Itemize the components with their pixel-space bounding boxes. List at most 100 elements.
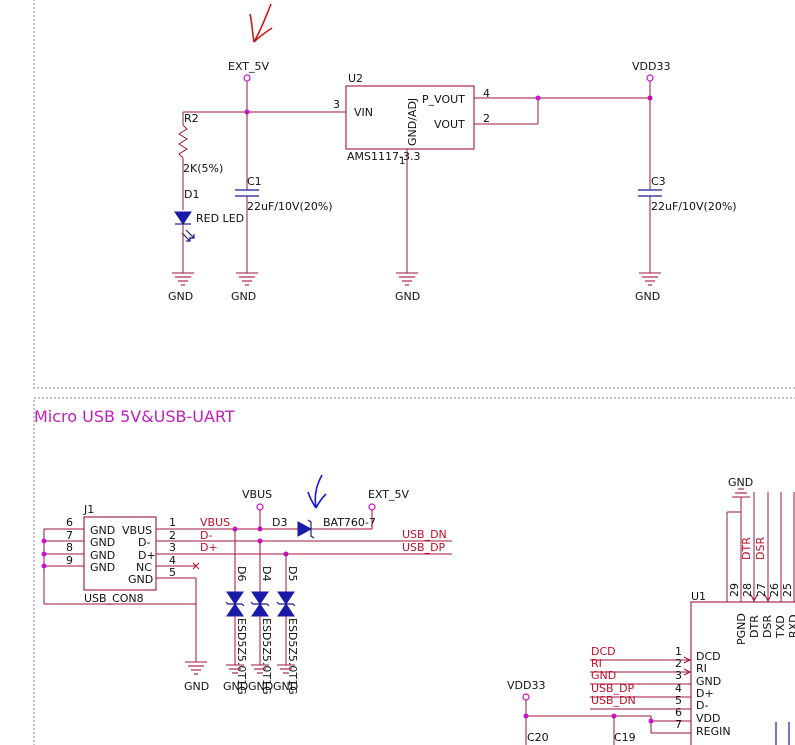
- usb-dp-label: USB_DP: [402, 541, 446, 554]
- svg-text:3: 3: [169, 541, 176, 554]
- u2-ref: U2: [348, 72, 363, 85]
- svg-text:1: 1: [169, 516, 176, 529]
- svg-text:RI: RI: [591, 657, 602, 670]
- gnd-symbol-up-icon: [732, 488, 750, 498]
- svg-text:D-: D-: [696, 699, 708, 712]
- gnd-label: GND: [223, 680, 248, 693]
- svg-text:D-: D-: [138, 536, 150, 549]
- svg-text:USB_DP: USB_DP: [591, 682, 635, 695]
- svg-text:DTR: DTR: [748, 615, 761, 638]
- svg-text:5: 5: [169, 566, 176, 579]
- power-frame: [33, 0, 795, 389]
- d4-part: ESD5Z5.0T1G: [260, 618, 273, 695]
- j1-right-pins: VBUS 1 D- 2 D+ 3 NC 4 GND 5: [122, 516, 176, 586]
- d6-esd-icon: [225, 529, 245, 665]
- svg-text:PGND: PGND: [735, 613, 748, 645]
- d6-part: ESD5Z5.0T1G: [235, 618, 248, 695]
- c1-value: 22uF/10V(20%): [247, 200, 333, 213]
- d5-ref: D5: [286, 566, 299, 581]
- svg-text:4: 4: [483, 87, 490, 100]
- svg-text:2: 2: [483, 112, 490, 125]
- net-dp-label: D+: [200, 541, 218, 554]
- d1-value: RED LED: [196, 212, 244, 225]
- gnd-symbol-icon: [185, 661, 207, 675]
- c3-value: 22uF/10V(20%): [651, 200, 737, 213]
- svg-text:4: 4: [169, 554, 176, 567]
- d4-esd-icon: [250, 541, 270, 665]
- c19-ref: C19: [614, 731, 636, 744]
- svg-text:P_VOUT: P_VOUT: [422, 93, 465, 106]
- d1-ref: D1: [184, 188, 199, 201]
- d5-esd-icon: [276, 554, 296, 665]
- gnd-label: GND: [635, 290, 660, 303]
- svg-text:26: 26: [768, 583, 781, 597]
- net-dtr: DTR: [740, 537, 753, 560]
- svg-text:1: 1: [399, 156, 405, 167]
- vdd33-terminal: [646, 74, 654, 82]
- net-dsr: DSR: [754, 537, 767, 560]
- vdd33-label: VDD33: [632, 60, 670, 73]
- gnd-label: GND: [395, 290, 420, 303]
- svg-text:6: 6: [675, 706, 682, 719]
- gnd-symbol-icon: [396, 272, 418, 286]
- svg-text:5: 5: [675, 694, 682, 707]
- svg-text:28: 28: [741, 583, 754, 597]
- svg-text:7: 7: [675, 718, 682, 731]
- svg-text:9: 9: [66, 554, 73, 567]
- section-title: Micro USB 5V&USB-UART: [34, 407, 235, 426]
- annotation-arrow-icon: [249, 3, 273, 43]
- net-dm-label: D-: [200, 529, 212, 542]
- j1-part: USB_CON8: [84, 592, 144, 605]
- vdd33-label-2: VDD33: [507, 679, 545, 692]
- svg-text:VDD: VDD: [696, 712, 720, 725]
- usb-frame: [33, 397, 795, 745]
- c1-ref: C1: [247, 175, 262, 188]
- d1-led-icon: [174, 211, 192, 225]
- svg-text:USB_DN: USB_DN: [591, 694, 636, 707]
- ext5v-terminal: [243, 74, 251, 82]
- d3-part: BAT760-7: [323, 516, 376, 529]
- svg-text:RI: RI: [696, 662, 707, 675]
- svg-text:25: 25: [781, 583, 794, 597]
- r2-value: 2K(5%): [183, 162, 223, 175]
- svg-text:GND: GND: [90, 549, 115, 562]
- ext5v-label: EXT_5V: [228, 60, 270, 73]
- u2-part: AMS1117-3.3: [347, 150, 420, 163]
- gnd-label: GND: [184, 680, 209, 693]
- svg-text:DCD: DCD: [591, 645, 616, 658]
- svg-text:27: 27: [755, 583, 768, 597]
- gnd-symbol-icon: [226, 664, 295, 674]
- svg-text:GND: GND: [90, 536, 115, 549]
- c20-ref: C20: [527, 731, 549, 744]
- svg-text:D+: D+: [696, 687, 714, 700]
- svg-text:GND: GND: [128, 573, 153, 586]
- svg-text:29: 29: [728, 583, 741, 597]
- svg-text:REGIN: REGIN: [696, 725, 731, 738]
- gnd-top-label: GND: [728, 476, 753, 489]
- svg-text:6: 6: [66, 516, 73, 529]
- svg-text:TXD: TXD: [774, 615, 787, 639]
- svg-text:VIN: VIN: [354, 106, 373, 119]
- u2-body: [345, 85, 475, 150]
- gnd-label: GND: [168, 290, 193, 303]
- svg-text:DSR: DSR: [761, 615, 774, 638]
- svg-text:3: 3: [333, 98, 340, 111]
- svg-text:2: 2: [169, 529, 176, 542]
- d5-part: ESD5Z5.0T1G: [286, 618, 299, 695]
- ext5v-terminal-2: [368, 503, 376, 511]
- svg-text:GND: GND: [90, 524, 115, 537]
- svg-text:8: 8: [66, 541, 73, 554]
- gnd-symbol-icon: [236, 272, 258, 286]
- svg-text:GND: GND: [696, 675, 721, 688]
- u1-top-pins: 29 28 27 26 25 PGND DTR DSR TXD RXD: [728, 583, 795, 645]
- svg-text:4: 4: [675, 682, 682, 695]
- annotation-arrow-icon: [307, 474, 327, 509]
- u1-body: [690, 601, 795, 745]
- j1-left-pins: 6 GND 7 GND 8 GND 9 GND: [44, 516, 115, 574]
- u1-left-pins: DCD RI GND USB_DP USB_DN 1 2 3 4 5 6 7 D…: [590, 645, 731, 738]
- svg-text:7: 7: [66, 529, 73, 542]
- svg-text:VOUT: VOUT: [434, 118, 465, 131]
- d3-schottky-icon: [297, 521, 313, 537]
- svg-text:DCD: DCD: [696, 650, 721, 663]
